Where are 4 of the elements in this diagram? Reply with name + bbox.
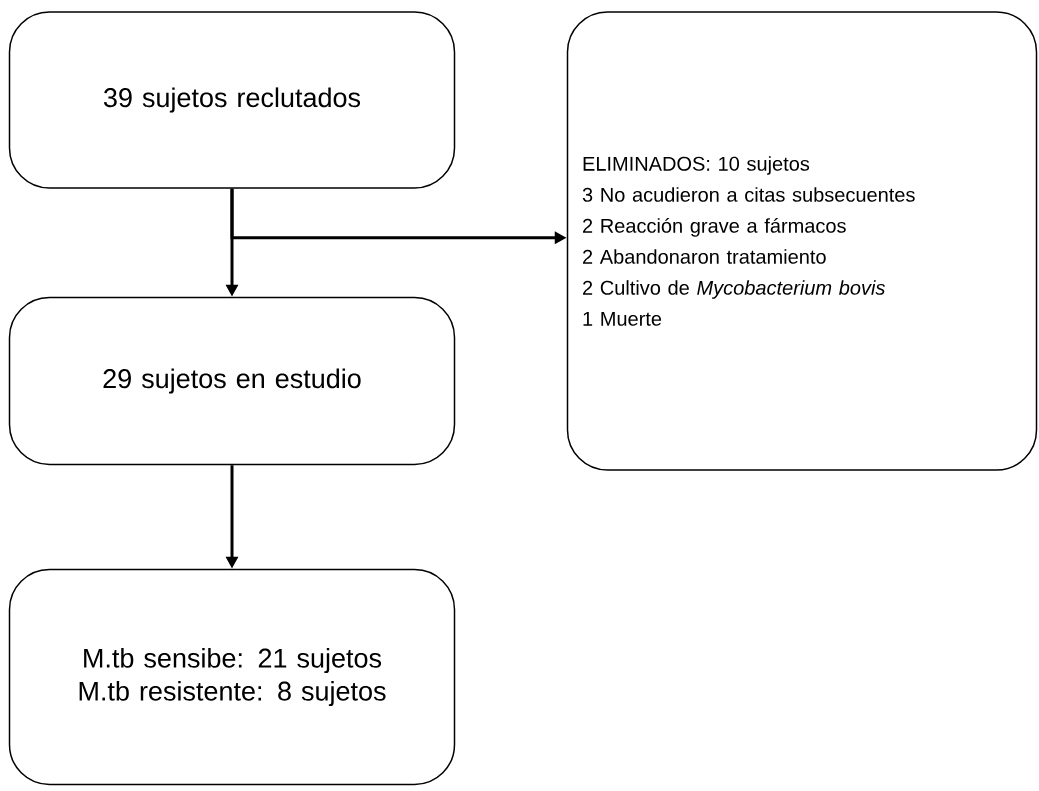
process-box: 29 sujetos en estudio: [8, 296, 456, 466]
process-box: ELIMINADOS: 10 sujetos 3 No acudieron a citas subsecuentes 2 Reacción grave a fármacos 2 Abandonaron tratamiento 2 Cultivo de Mycobacterium bovis 1 Muerte: [566, 11, 1038, 471]
process-box: M.tb sensibe: 21 sujetos M.tb resistente: 8 sujetos: [8, 568, 456, 786]
process-box: 39 sujetos reclutados: [8, 11, 456, 189]
